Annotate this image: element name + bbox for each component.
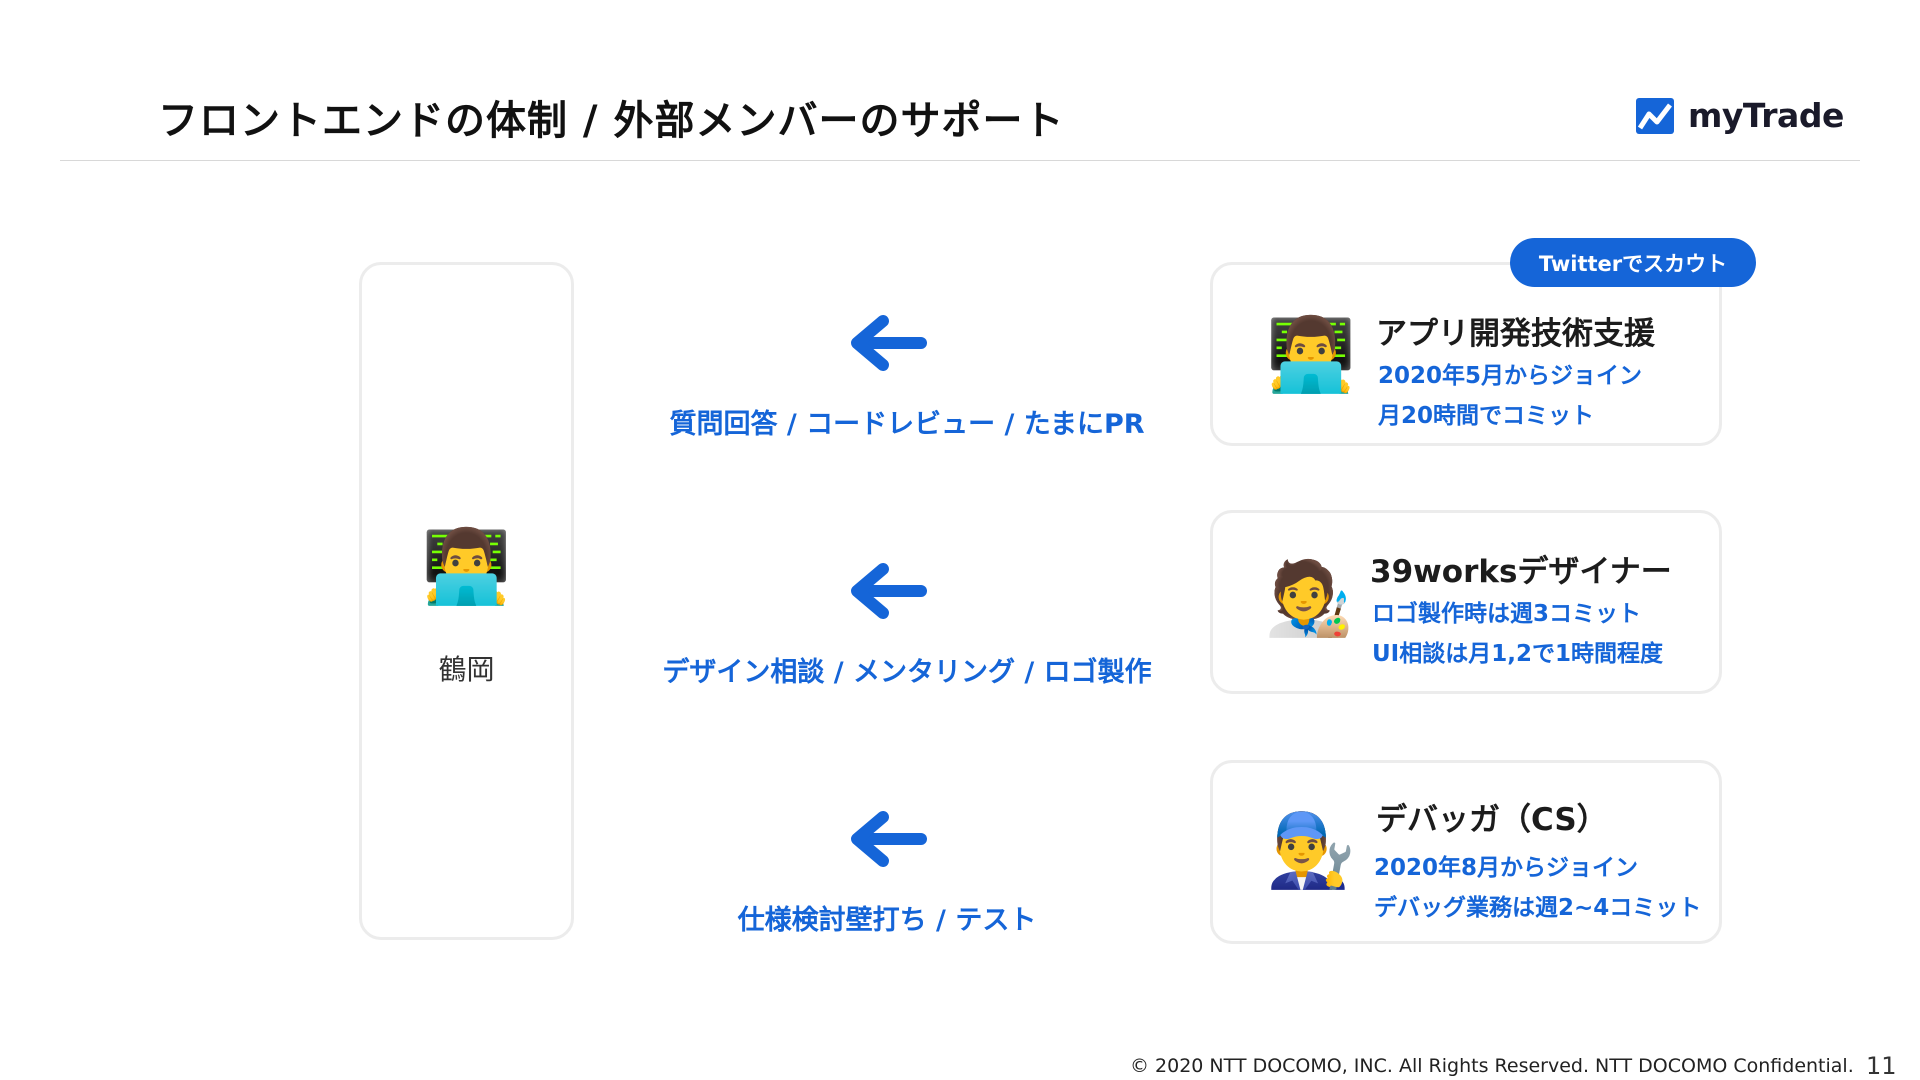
member-name: 39worksデザイナー — [1370, 554, 1672, 590]
lead-name: 鶴岡 — [438, 653, 495, 686]
copyright-notice: © 2020 NTT DOCOMO, INC. All Rights Reser… — [1130, 1055, 1854, 1077]
member-card-debugger — [1210, 760, 1722, 944]
logo: myTrade — [1636, 96, 1844, 135]
logo-text: myTrade — [1688, 96, 1844, 135]
link-label-design: デザイン相談 / メンタリング / ロゴ製作 — [662, 657, 1152, 688]
member-avatar: 🧑‍🎨 — [1264, 556, 1354, 640]
member-name: アプリ開発技術支援 — [1376, 316, 1655, 352]
member-avatar: 👨‍🔧 — [1266, 808, 1356, 892]
arrow-left-icon — [851, 315, 927, 371]
scout-badge: Twitterでスカウト — [1510, 238, 1756, 287]
member-detail: ロゴ製作時は週3コミット — [1372, 601, 1642, 627]
member-detail: 月20時間でコミット — [1378, 403, 1595, 429]
arrow-left-icon — [851, 811, 927, 867]
member-detail: 2020年5月からジョイン — [1378, 363, 1643, 389]
member-card-designer — [1210, 510, 1722, 694]
member-name: デバッガ（CS） — [1376, 802, 1608, 838]
link-label-tech: 質問回答 / コードレビュー / たまにPR — [669, 409, 1145, 440]
page-number: 11 — [1866, 1052, 1897, 1080]
lead-card — [359, 262, 574, 940]
member-detail: デバッグ業務は週2~4コミット — [1374, 895, 1702, 921]
page-title: フロントエンドの体制 / 外部メンバーのサポート — [158, 98, 1065, 144]
member-detail: 2020年8月からジョイン — [1374, 855, 1639, 881]
arrow-left-icon — [851, 563, 927, 619]
header-divider — [60, 160, 1860, 161]
member-detail: UI相談は月1,2で1時間程度 — [1372, 641, 1663, 667]
member-card-tech — [1210, 262, 1722, 446]
link-label-debug: 仕様検討壁打ち / テスト — [737, 905, 1037, 936]
lead-avatar: 👨‍💻 — [421, 524, 512, 608]
member-avatar: 👨‍💻 — [1266, 312, 1356, 396]
mytrade-logo-icon — [1636, 97, 1674, 134]
